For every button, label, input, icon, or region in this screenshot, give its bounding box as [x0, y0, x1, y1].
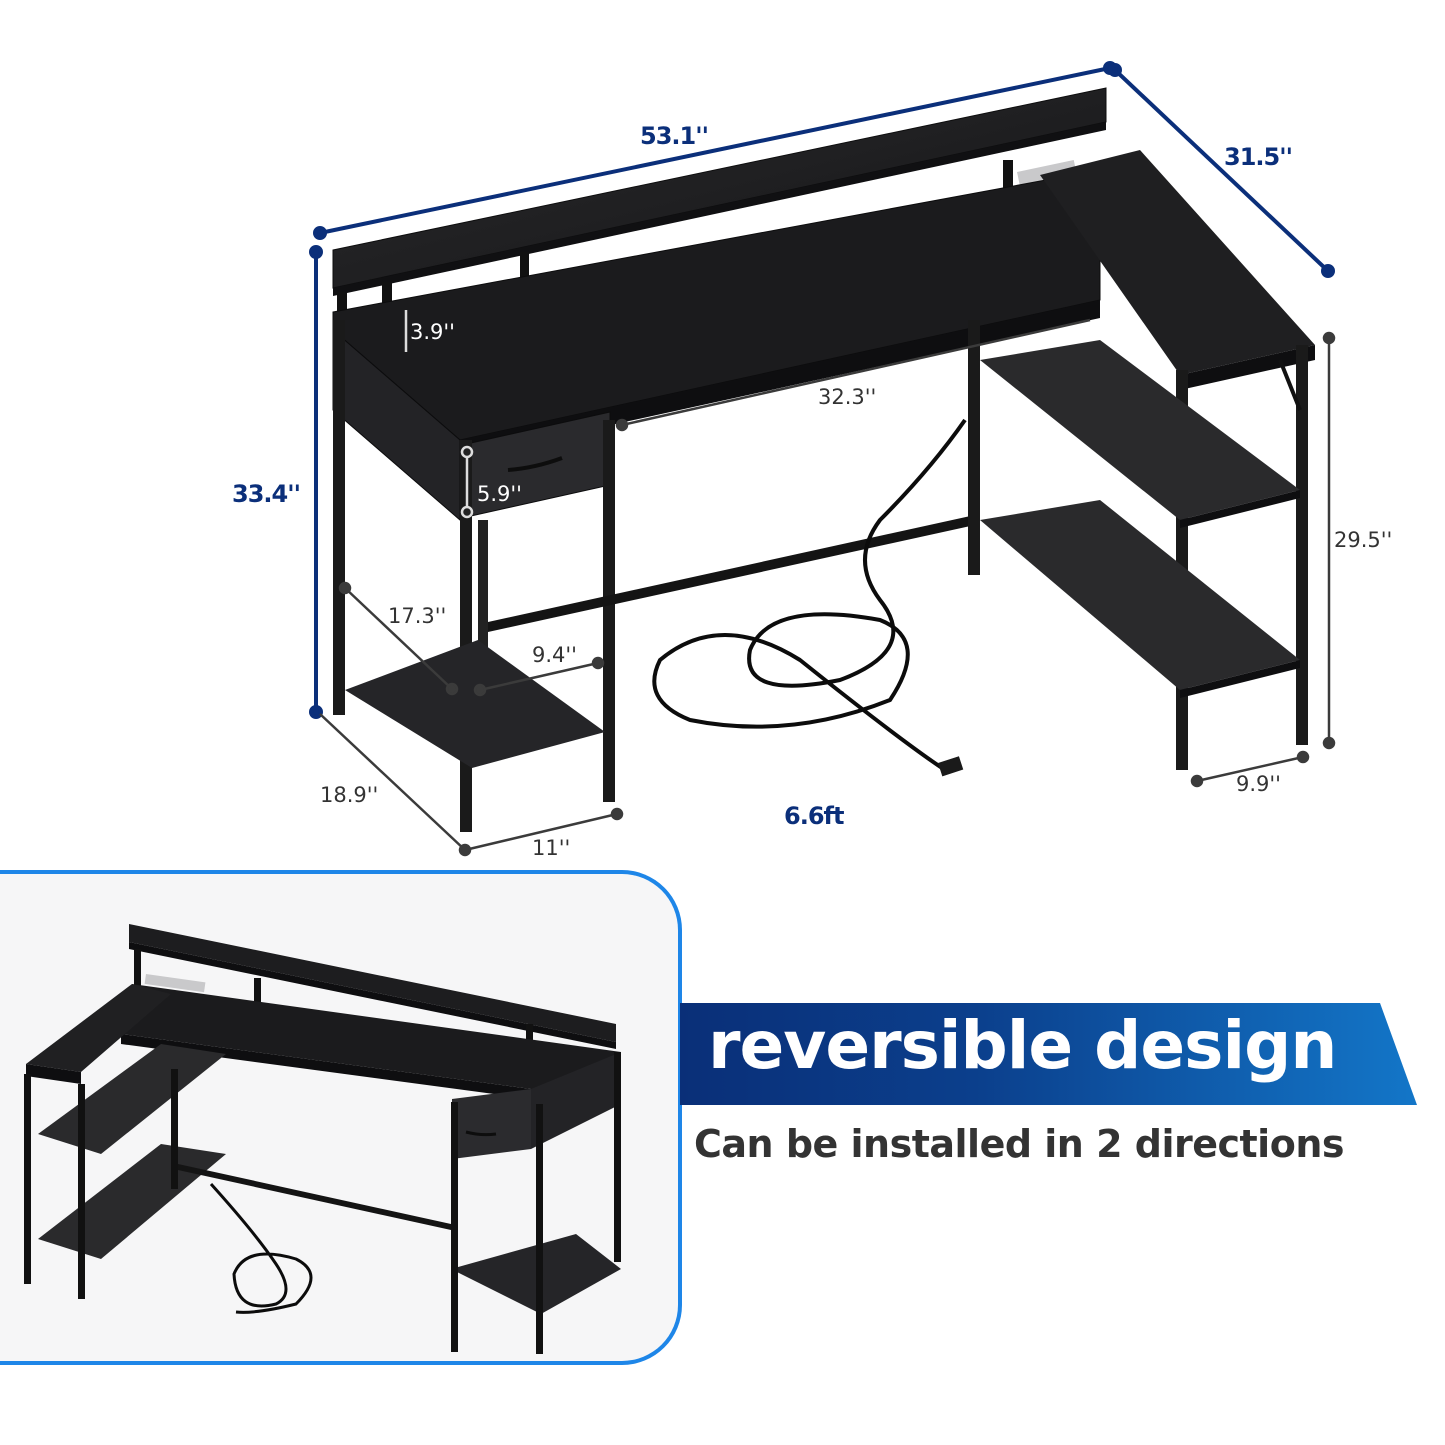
dimension-diagram: 53.1'' 31.5'' 33.4'' 3.9'' 32.3'' 5.9'' … — [232, 61, 1393, 860]
side-depth-label: 18.9'' — [320, 783, 379, 807]
side-shelf-diagonal-label: 17.3'' — [388, 604, 447, 628]
reversible-design-banner: reversible design — [680, 1003, 1417, 1105]
banner-background — [680, 1003, 1417, 1105]
overall-depth-label: 31.5'' — [1224, 143, 1293, 171]
side-shelf-width-label: 9.4'' — [532, 643, 577, 667]
return-shelf-width-label: 9.9'' — [1236, 772, 1281, 796]
banner-title: reversible design — [708, 1007, 1337, 1084]
banner-subtitle: Can be installed in 2 directions — [694, 1122, 1344, 1166]
drawer-height-label: 5.9'' — [477, 482, 522, 506]
overall-height-label: 33.4'' — [232, 480, 301, 508]
return-height-label: 29.5'' — [1334, 528, 1393, 552]
side-width-label: 11'' — [532, 836, 571, 860]
desk-illustration — [309, 61, 1336, 857]
overall-width-label: 53.1'' — [640, 122, 709, 150]
legroom-width-label: 32.3'' — [818, 385, 877, 409]
reversed-desk-illustration — [24, 924, 621, 1354]
shelf-height-label: 3.9'' — [410, 320, 455, 344]
cord-length-label: 6.6ft — [784, 802, 844, 830]
reversed-desk-inset — [0, 870, 682, 1365]
